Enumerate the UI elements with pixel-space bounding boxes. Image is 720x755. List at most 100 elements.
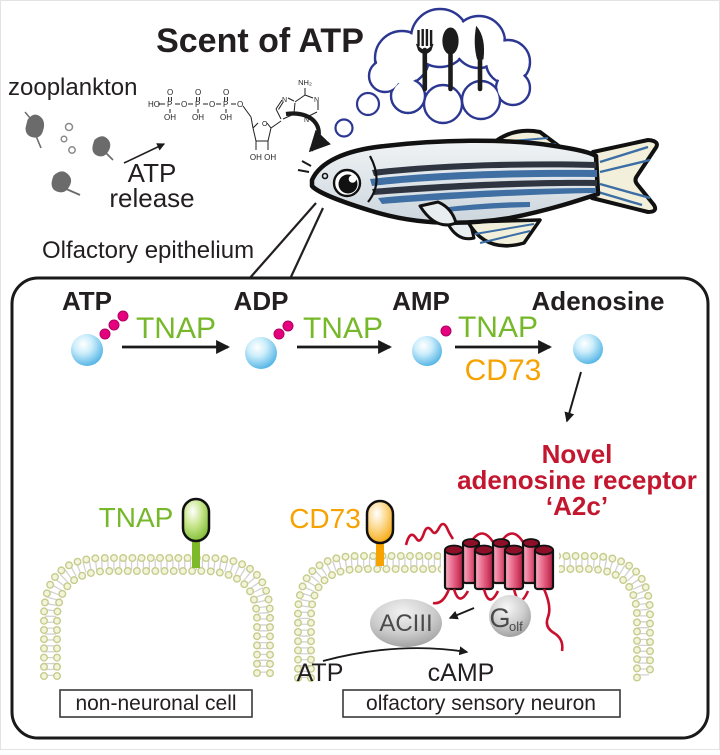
chem-p: P: [223, 100, 228, 109]
membrane-tails: [45, 559, 269, 676]
callout-line-right: [289, 207, 324, 280]
tnap-protein-label: TNAP: [99, 502, 174, 533]
atp-release-label-1: ATP: [128, 158, 177, 188]
chem-p: P: [195, 100, 200, 109]
cd73-protein: [365, 499, 395, 545]
chem-o: O: [195, 88, 201, 97]
chem-ohoh: OH OH: [250, 153, 276, 162]
cd73-protein-label: CD73: [289, 503, 361, 534]
non-neuronal-cell-label-box: [59, 689, 253, 718]
cascade-amp-label: AMP: [392, 286, 450, 316]
cascade-adp-label: ADP: [234, 286, 289, 316]
tnap-enzyme-label-1: TNAP: [136, 312, 216, 345]
anal-fin: [466, 218, 542, 248]
golf-label-sub: olf: [509, 619, 523, 634]
zooplankton-blob: [92, 136, 111, 157]
sniff-marks: [297, 160, 312, 173]
nucleotide-cascade: ATP ADP AMP Adenosine TNAP TNAP TNAP CD7…: [62, 286, 665, 423]
knife-icon: [474, 25, 485, 92]
chem-n: N: [304, 117, 309, 124]
aciii-enzyme: [370, 599, 442, 647]
tnap-protein-stalk: [192, 538, 200, 568]
atp-release-label-2: release: [109, 183, 194, 213]
a2c-receptor: [404, 522, 564, 652]
zebrafish: [309, 128, 659, 248]
chem-p: P: [167, 100, 172, 109]
non-neuronal-cell-label: non-neuronal cell: [75, 692, 236, 715]
membrane-heads-inner-fill: [54, 568, 260, 679]
cascade-atp-label: ATP: [62, 286, 112, 316]
chem-n: N: [314, 97, 319, 104]
golf-to-aciii-arrow: [448, 607, 475, 620]
water-bubbles: [60, 122, 76, 154]
scent-arrow: [285, 111, 331, 153]
membrane-heads-inner-fill: [308, 566, 640, 681]
thought-trail-bubble: [355, 91, 381, 117]
zooplankton-tail: [35, 135, 42, 149]
chem-o-ribose: O: [262, 121, 268, 128]
cloud-fill: [370, 10, 529, 122]
receptor-title: Novel adenosine receptor ‘A2c’: [457, 439, 697, 521]
cascade-adenosine-label: Adenosine: [532, 286, 665, 316]
camp-product-label: cAMP: [428, 659, 495, 687]
chem-ho: HO: [148, 100, 160, 109]
chem-o: O: [209, 100, 215, 109]
cutlery-icon: [416, 25, 485, 92]
chem-n: N: [282, 97, 287, 104]
tnap-enzyme-label-2: TNAP: [303, 312, 383, 345]
zooplankton-tail: [63, 187, 81, 196]
callout-line-left: [248, 202, 317, 280]
spoon-icon: [442, 27, 459, 92]
golf-label-g: G: [489, 603, 510, 633]
chem-o: O: [167, 88, 173, 97]
chem-bonds: [158, 88, 319, 150]
zooplankton-tail: [105, 152, 114, 161]
pelvic-fin: [446, 220, 476, 241]
pectoral-fin: [418, 200, 458, 227]
caudal-fin-stripes: [597, 145, 651, 207]
chem-oh: OH: [164, 113, 176, 122]
cd73-protein-stalk: [376, 540, 384, 566]
aciii-label: ACIII: [379, 610, 432, 637]
nucleoside-sphere-adp: [245, 337, 277, 369]
tnap-enzyme-label-3: TNAP: [458, 311, 538, 344]
receptor-title-line3: ‘A2c’: [546, 491, 608, 521]
chem-nh2: NH₂: [298, 78, 312, 87]
olfactory-sensory-neuron: CD73: [289, 499, 654, 718]
phosphate-dots: [99, 310, 452, 340]
nostril: [321, 172, 329, 180]
zooplankton-blob: [51, 171, 72, 193]
golf-protein: [489, 595, 531, 637]
thought-cloud: [367, 7, 532, 125]
page-title: Scent of ATP: [156, 22, 364, 60]
fork-icon: [416, 29, 434, 92]
nucleoside-sphere-amp: [412, 336, 442, 366]
nucleoside-sphere-adenosine: [573, 334, 603, 364]
osn-label-box: [342, 689, 621, 718]
anal-fin-stripes: [474, 223, 535, 244]
chem-o: O: [181, 100, 187, 109]
olfactory-epithelium-label: Olfactory epithelium: [42, 237, 254, 264]
thought-trail-bubble: [334, 118, 354, 138]
gill-line: [367, 155, 378, 203]
atp-substrate-label: ATP: [297, 659, 344, 687]
atp-molecule-structure: HO P P P O O O O O O OH OH OH O OH OH N …: [148, 78, 319, 162]
epithelium-panel: [10, 276, 710, 740]
cd73-enzyme-label: CD73: [465, 354, 542, 387]
atp-to-camp-arrow: [322, 646, 469, 662]
osn-label: olfactory sensory neuron: [366, 692, 596, 715]
zooplankton-antenna: [24, 111, 31, 119]
helix-front-row: [443, 544, 555, 591]
membrane-heads-outer-fill: [41, 555, 273, 679]
receptor-title-line2: adenosine receptor: [457, 465, 697, 495]
caudal-fin: [590, 138, 659, 214]
chem-o: O: [237, 100, 243, 109]
receptor-title-line1: Novel: [542, 439, 613, 469]
fish-eye: [332, 168, 362, 198]
adenosine-to-receptor-arrow: [564, 371, 582, 423]
receptor-loops-bottom: [432, 588, 564, 652]
chem-oh: OH: [192, 113, 204, 122]
atp-release-arrow: [123, 143, 166, 164]
membrane-tails: [299, 557, 649, 678]
